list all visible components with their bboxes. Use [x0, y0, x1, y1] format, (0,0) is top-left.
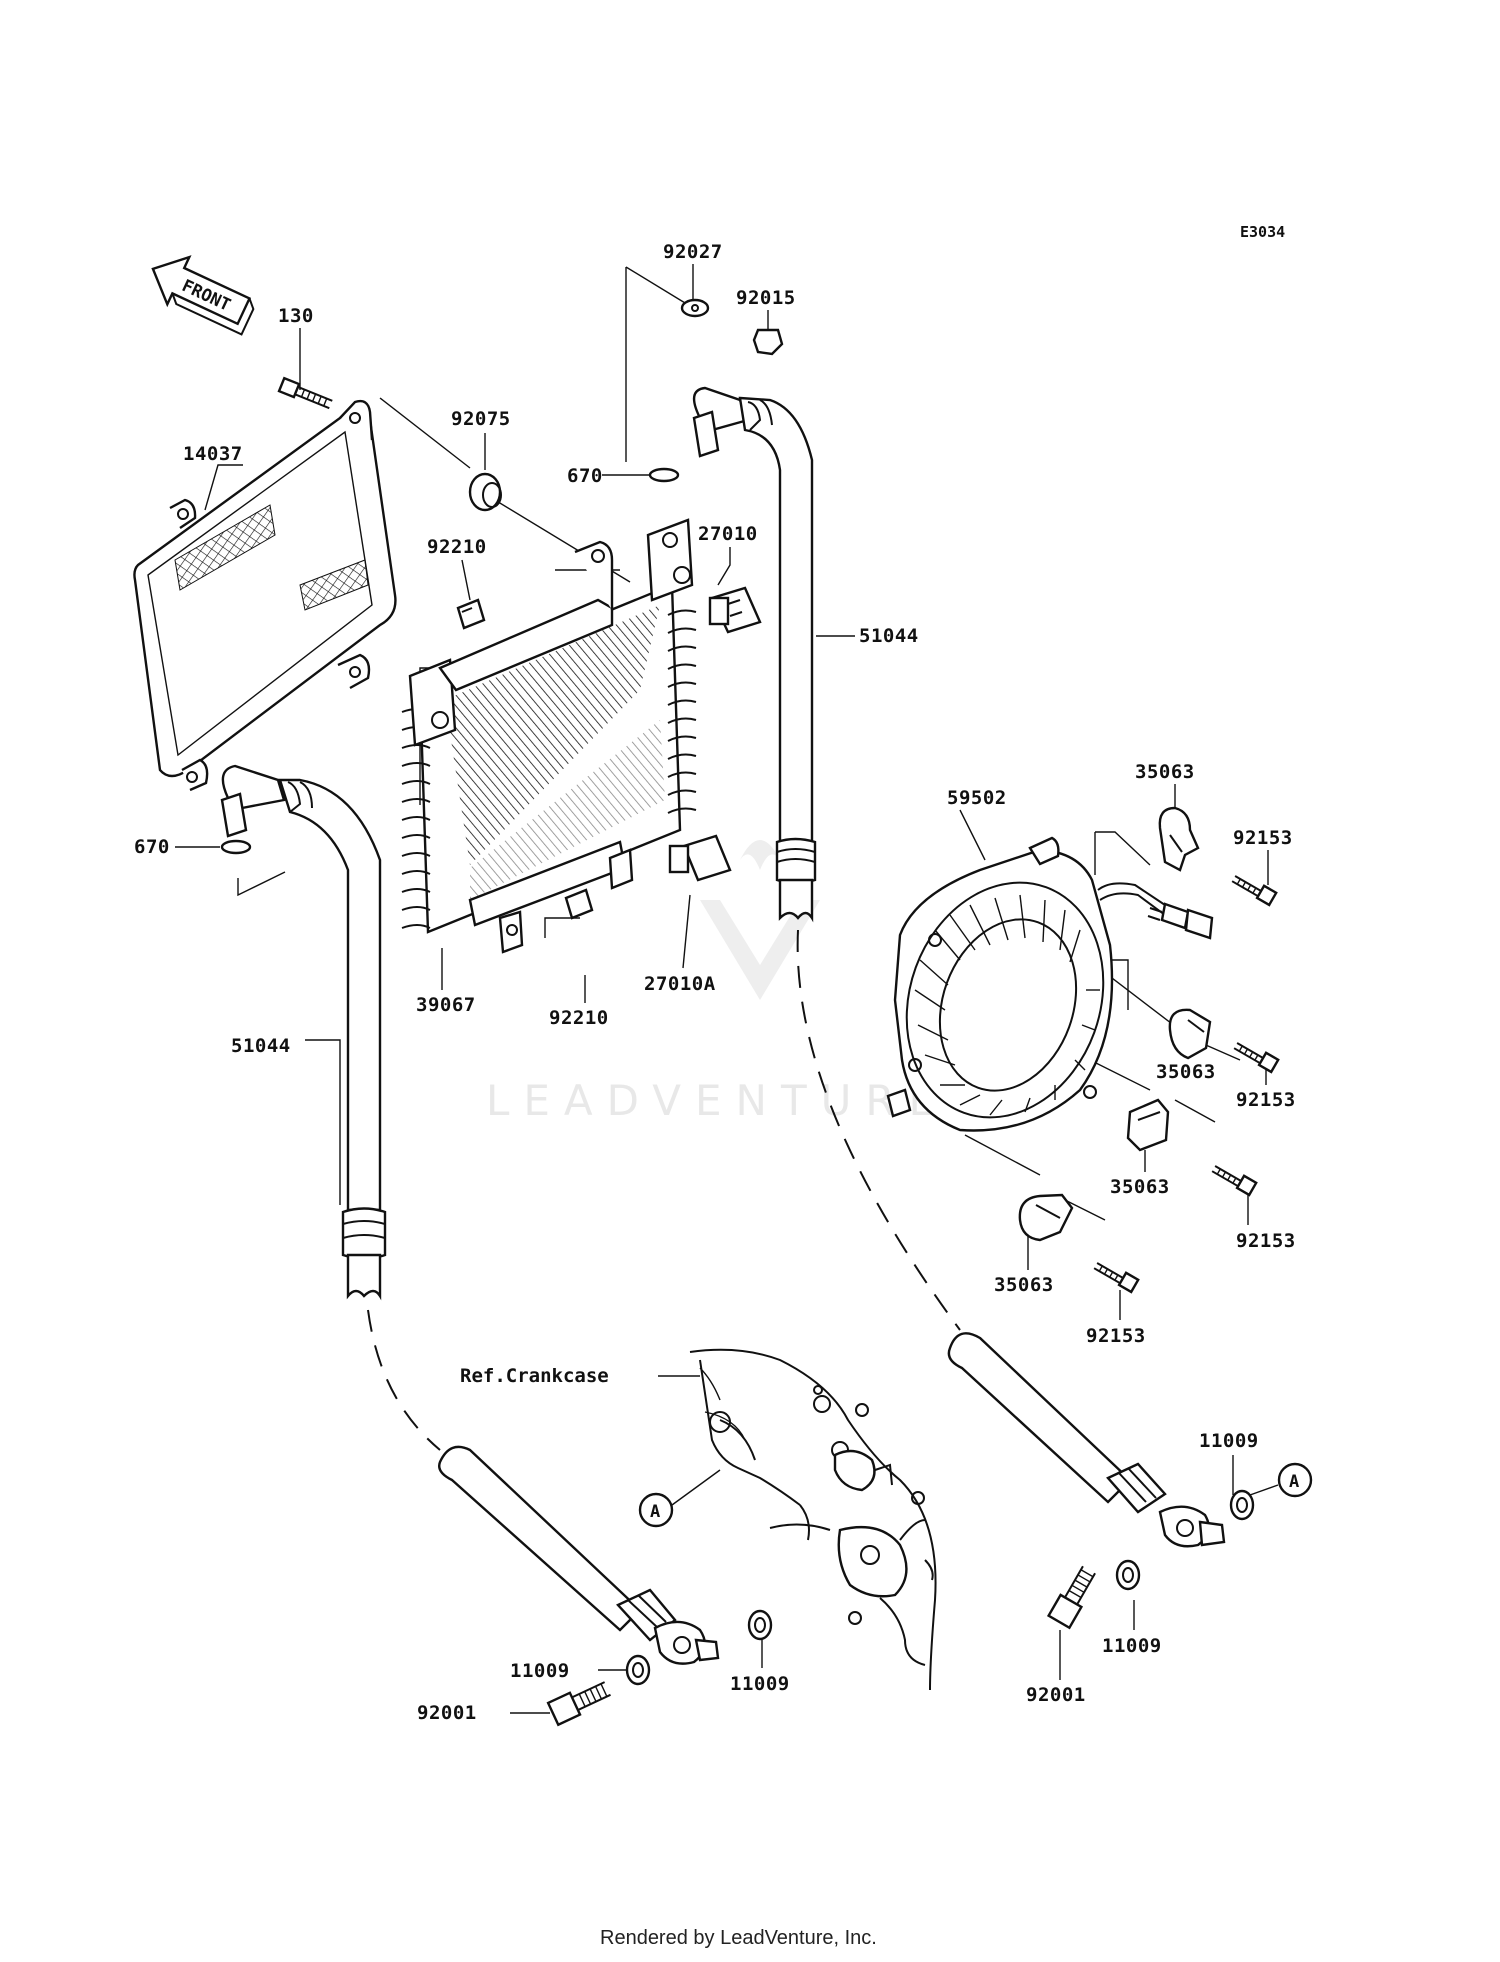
part-label-92075[interactable]: 92075	[451, 408, 511, 430]
washer-11009-left-1[interactable]	[625, 1654, 651, 1686]
part-label-35063-c[interactable]: 35063	[1110, 1176, 1170, 1198]
part-label-51044-left[interactable]: 51044	[231, 1035, 291, 1057]
part-label-11009-bottom-right[interactable]: 11009	[1102, 1635, 1162, 1657]
grommet-92075[interactable]	[468, 472, 502, 512]
part-label-670-top[interactable]: 670	[567, 465, 603, 487]
bolt-92153-b[interactable]	[1233, 1038, 1280, 1074]
clamp-35063-c[interactable]	[1126, 1098, 1170, 1152]
part-label-92015[interactable]: 92015	[736, 287, 796, 309]
part-label-39067[interactable]: 39067	[416, 994, 476, 1016]
hose-continuation-left	[367, 1309, 441, 1451]
part-label-11009-top-right[interactable]: 11009	[1199, 1430, 1259, 1452]
clamp-35063-a[interactable]	[1158, 806, 1200, 872]
washer-92027[interactable]	[680, 298, 710, 318]
sensor-27010A[interactable]	[668, 834, 732, 882]
part-label-92027[interactable]: 92027	[663, 241, 723, 263]
part-label-11009-left-2[interactable]: 11009	[730, 1673, 790, 1695]
clamp-35063-d[interactable]	[1018, 1193, 1074, 1242]
clamp-35063-b[interactable]	[1168, 1008, 1212, 1060]
part-label-92001-left[interactable]: 92001	[417, 1702, 477, 1724]
part-label-92153-c[interactable]: 92153	[1236, 1230, 1296, 1252]
part-label-14037[interactable]: 14037	[183, 443, 243, 465]
part-label-51044-right[interactable]: 51044	[859, 625, 919, 647]
svg-text:A: A	[1289, 1472, 1299, 1492]
part-label-92210-bottom[interactable]: 92210	[549, 1007, 609, 1029]
reference-label-crankcase: Ref.Crankcase	[460, 1365, 609, 1387]
bolt-92153-a[interactable]	[1231, 871, 1278, 907]
marker-a-left: A	[638, 1469, 721, 1528]
part-label-92153-a[interactable]: 92153	[1233, 827, 1293, 849]
oil-cooler[interactable]	[401, 518, 697, 954]
part-label-27010[interactable]: 27010	[698, 523, 758, 545]
banjo-bolt-92001-left[interactable]	[546, 1678, 613, 1727]
footer-credit: Rendered by LeadVenture, Inc.	[600, 1927, 877, 1949]
o-ring-670-top[interactable]	[648, 467, 680, 483]
part-label-11009-left-1[interactable]: 11009	[510, 1660, 570, 1682]
oil-hose-51044-right[interactable]	[692, 386, 817, 923]
nut-92015[interactable]	[752, 328, 784, 356]
crankcase-reference	[689, 1348, 937, 1691]
part-label-59502[interactable]: 59502	[947, 787, 1007, 809]
lower-hose-right[interactable]	[947, 1332, 1226, 1548]
part-label-670-left[interactable]: 670	[134, 836, 170, 858]
bolt-130[interactable]	[277, 376, 333, 411]
washer-11009-left-2[interactable]	[747, 1609, 773, 1641]
washer-11009-top-right[interactable]	[1229, 1489, 1255, 1521]
part-label-35063-a[interactable]: 35063	[1135, 761, 1195, 783]
marker-a-right: A	[1249, 1462, 1313, 1498]
part-label-92153-b[interactable]: 92153	[1236, 1089, 1296, 1111]
clip-92210-bottom[interactable]	[564, 888, 594, 920]
washer-11009-bottom-right[interactable]	[1115, 1559, 1141, 1591]
front-arrow-icon: FRONT	[151, 255, 255, 336]
leader-lines	[175, 264, 1269, 1714]
sensor-27010[interactable]	[708, 586, 762, 634]
part-label-27010A[interactable]: 27010A	[644, 973, 716, 995]
svg-text:A: A	[650, 1502, 660, 1522]
lower-hose-left[interactable]	[438, 1445, 720, 1665]
part-label-92210-top[interactable]: 92210	[427, 536, 487, 558]
part-label-130[interactable]: 130	[278, 305, 314, 327]
part-label-35063-b[interactable]: 35063	[1156, 1061, 1216, 1083]
o-ring-670-left[interactable]	[220, 839, 252, 855]
bolt-92153-c[interactable]	[1211, 1161, 1258, 1197]
bolt-92153-d[interactable]	[1093, 1258, 1140, 1294]
part-label-92153-d[interactable]: 92153	[1086, 1325, 1146, 1347]
hose-continuation-right	[796, 929, 961, 1331]
banjo-bolt-92001-right[interactable]	[1046, 1564, 1100, 1630]
part-label-92001-right[interactable]: 92001	[1026, 1684, 1086, 1706]
clip-92210-top[interactable]	[456, 598, 486, 630]
fan-shroud[interactable]	[875, 836, 1214, 1145]
oil-cooler-guard[interactable]	[133, 399, 397, 792]
watermark: LEADVENTURE	[486, 840, 949, 1125]
oil-hose-51044-left[interactable]	[220, 764, 387, 1301]
diagram-id: E3034	[1240, 223, 1285, 241]
watermark-text: LEADVENTURE	[486, 1076, 949, 1125]
part-label-35063-d[interactable]: 35063	[994, 1274, 1054, 1296]
